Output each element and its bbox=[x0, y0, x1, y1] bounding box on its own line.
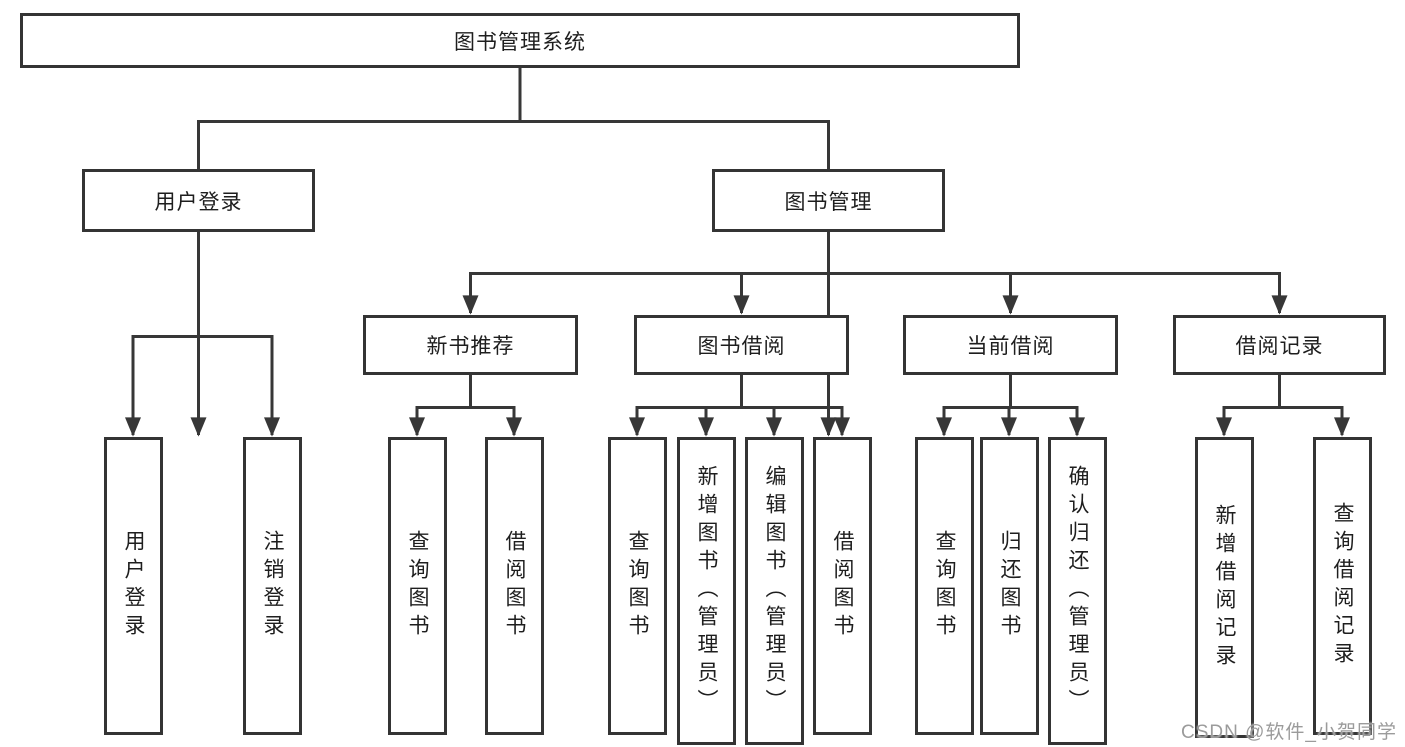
connector-borrow-records bbox=[1224, 374, 1342, 409]
leaf-bb-query-books: 查询图书 bbox=[608, 437, 667, 735]
node-borrow-records: 借阅记录 bbox=[1173, 315, 1386, 375]
leaf-br-query-record: 查询借阅记录 bbox=[1313, 437, 1372, 735]
node-user-login-group: 用户登录 bbox=[82, 169, 315, 232]
leaf-bb-borrow-books: 借阅图书 bbox=[813, 437, 872, 735]
connector-book-management bbox=[470, 232, 1280, 275]
leaf-user-login: 用户登录 bbox=[104, 437, 163, 735]
leaf-cb-query-books: 查询图书 bbox=[915, 437, 974, 735]
connector-root bbox=[198, 68, 829, 123]
connector-current-borrow bbox=[944, 374, 1077, 409]
leaf-nbr-borrow-books: 借阅图书 bbox=[485, 437, 544, 735]
csdn-watermark: CSDN @软件_小贺同学 bbox=[1181, 722, 1397, 743]
leaf-cb-return-books: 归还图书 bbox=[980, 437, 1039, 735]
connector-new-book-recommend bbox=[417, 374, 514, 409]
leaf-logout: 注销登录 bbox=[243, 437, 302, 735]
leaf-cb-confirm-return-admin: 确认归还（管理员） bbox=[1048, 437, 1107, 745]
connector-book-borrow bbox=[637, 374, 842, 409]
node-library-management-system: 图书管理系统 bbox=[20, 13, 1020, 68]
leaf-br-add-record: 新增借阅记录 bbox=[1195, 437, 1254, 738]
connector-user-login bbox=[133, 232, 272, 338]
leaf-bb-edit-books-admin: 编辑图书（管理员） bbox=[745, 437, 804, 745]
node-book-borrow: 图书借阅 bbox=[634, 315, 849, 375]
node-new-book-recommend: 新书推荐 bbox=[363, 315, 578, 375]
node-current-borrow: 当前借阅 bbox=[903, 315, 1118, 375]
leaf-nbr-query-books: 查询图书 bbox=[388, 437, 447, 735]
node-book-management: 图书管理 bbox=[712, 169, 945, 232]
leaf-bb-add-books-admin: 新增图书（管理员） bbox=[677, 437, 736, 745]
